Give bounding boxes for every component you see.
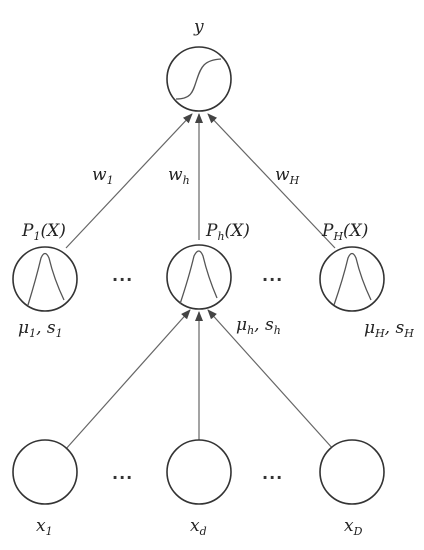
input-circle-D xyxy=(319,439,385,505)
hidden-ellipsis-right: ··· xyxy=(262,270,283,289)
edge-hidden-1-to-output xyxy=(65,113,193,249)
gaussian-curve-icon xyxy=(179,250,218,305)
input-label-D: xD xyxy=(344,516,363,538)
hidden-node-1: P1(X) μ1, s1 xyxy=(12,221,78,340)
weight-label-h: wh xyxy=(168,165,190,187)
edge-input-D-to-hidden-h xyxy=(207,309,335,451)
input-to-hidden-edges xyxy=(64,309,335,451)
input-label-1: x1 xyxy=(36,516,53,538)
output-node: y xyxy=(166,17,232,112)
input-node-D: xD xyxy=(319,439,385,538)
input-label-d: xd xyxy=(190,516,207,538)
hidden-label-1: P1(X) xyxy=(21,221,66,243)
input-node-1: x1 xyxy=(12,439,78,538)
hidden-circle-H xyxy=(319,246,385,312)
hidden-circle-h xyxy=(166,244,232,310)
input-layer: x1 ··· xd ··· xD xyxy=(12,439,385,538)
sigmoid-curve-icon xyxy=(175,58,222,100)
hidden-to-output-edges xyxy=(65,113,336,249)
hidden-ellipsis-left: ··· xyxy=(112,270,133,289)
hidden-layer: P1(X) μ1, s1 ··· Ph(X) μh, sh ··· PH(X) … xyxy=(12,221,414,340)
input-ellipsis-left: ··· xyxy=(112,468,133,487)
gaussian-curve-icon xyxy=(27,252,65,306)
hidden-params-1: μ1, s1 xyxy=(18,318,63,340)
hidden-params-h: μh, sh xyxy=(236,315,281,337)
hidden-params-H: μH, sH xyxy=(364,318,414,340)
weight-labels: w1 wh wH xyxy=(92,165,300,187)
weight-label-H: wH xyxy=(275,165,300,187)
gaussian-curve-icon xyxy=(333,252,372,306)
hidden-label-h: Ph(X) xyxy=(205,221,250,243)
hidden-circle-1 xyxy=(12,246,78,312)
output-label: y xyxy=(193,17,204,37)
input-circle-d xyxy=(166,439,232,505)
output-circle xyxy=(166,46,232,112)
weight-label-1: w1 xyxy=(92,165,114,187)
edge-hidden-H-to-output xyxy=(207,113,336,249)
input-ellipsis-right: ··· xyxy=(262,468,283,487)
hidden-node-h: Ph(X) μh, sh xyxy=(166,221,281,337)
hidden-label-H: PH(X) xyxy=(321,221,368,243)
input-circle-1 xyxy=(12,439,78,505)
edge-input-1-to-hidden-h xyxy=(64,309,191,451)
hidden-node-H: PH(X) μH, sH xyxy=(319,221,414,340)
input-node-d: xd xyxy=(166,439,232,538)
